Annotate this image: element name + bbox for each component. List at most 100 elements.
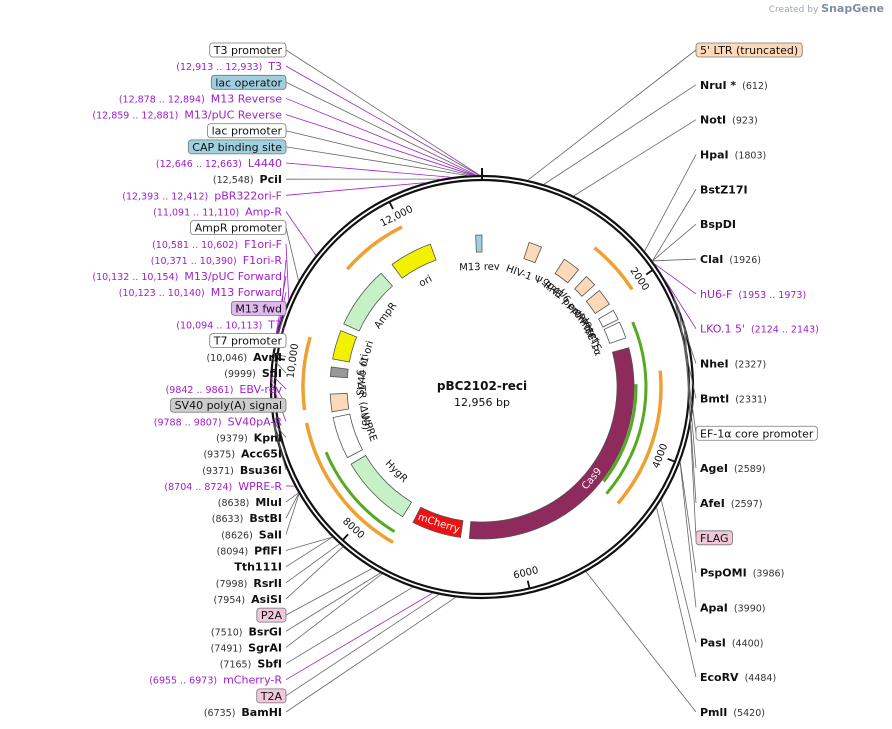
site-label-5-ltr-truncated: 5' LTR (truncated) bbox=[695, 42, 803, 58]
label-name: pBR322ori-F bbox=[214, 189, 282, 202]
label-name: BsrGI bbox=[249, 625, 282, 638]
feature-gp41-peptide bbox=[574, 275, 596, 297]
site-label-clai: ClaI(1926) bbox=[700, 253, 761, 266]
leader-line bbox=[285, 597, 456, 713]
label-range: (12,646 .. 12,663) bbox=[156, 159, 242, 170]
leader-line bbox=[285, 211, 317, 256]
label-name: Tth111I bbox=[234, 561, 282, 574]
feature-sv40-ori bbox=[329, 366, 349, 379]
label-range: (1803) bbox=[735, 151, 767, 162]
tick-mark bbox=[526, 580, 531, 589]
label-range: (6735) bbox=[204, 708, 236, 719]
site-label-asisi: AsiSI(7954) bbox=[214, 593, 282, 606]
label-name: T2A bbox=[260, 690, 283, 703]
site-label-m13-forward: M13 Forward(10,123 .. 10,140) bbox=[119, 286, 282, 299]
tick-label: 4000 bbox=[651, 442, 670, 470]
site-label-amp-r: Amp-R(11,091 .. 11,110) bbox=[153, 205, 282, 218]
leader-line bbox=[285, 594, 440, 697]
feature-label-hygr: HygR bbox=[383, 458, 410, 485]
leader-line bbox=[652, 189, 697, 262]
snapgene-brand: Created by SnapGene bbox=[769, 2, 884, 15]
label-name: HpaI bbox=[700, 149, 729, 162]
label-name: M13 Reverse bbox=[211, 92, 282, 105]
label-range: (2327) bbox=[735, 360, 767, 371]
site-label-noti: NotI(923) bbox=[700, 114, 758, 127]
label-range: (9999) bbox=[224, 369, 256, 380]
site-label-l4440: L4440(12,646 .. 12,663) bbox=[156, 157, 282, 170]
tick-mark bbox=[388, 201, 394, 210]
leader-line bbox=[663, 278, 697, 329]
leader-line bbox=[285, 182, 426, 196]
label-name: AmpR promoter bbox=[195, 222, 283, 235]
label-range: (9842 .. 9861) bbox=[166, 385, 234, 396]
label-range: (10,371 .. 10,390) bbox=[151, 256, 237, 267]
brand-created-by: Created by bbox=[768, 5, 819, 15]
leader-line bbox=[685, 327, 697, 538]
label-name: NruI * bbox=[700, 79, 736, 92]
label-name: SalI bbox=[259, 528, 282, 541]
feature-m13-rev bbox=[475, 234, 483, 253]
label-name: NheI bbox=[700, 358, 729, 371]
leader-line bbox=[285, 492, 299, 503]
label-name: EF-1α core promoter bbox=[700, 427, 814, 440]
tick-mark bbox=[342, 533, 349, 541]
site-label-nrui: NruI *(612) bbox=[700, 79, 768, 92]
label-range: (1926) bbox=[729, 255, 761, 266]
site-label-ef-1-core-promoter: EF-1α core promoter bbox=[695, 425, 818, 441]
label-range: (9375) bbox=[203, 450, 235, 461]
label-name: SbfI bbox=[257, 658, 282, 671]
leader-line bbox=[679, 462, 697, 608]
label-range: (4484) bbox=[745, 673, 777, 684]
label-range: (9788 .. 9807) bbox=[154, 417, 222, 428]
tick-mark bbox=[667, 457, 676, 463]
site-label-pflfi: PflFI(8094) bbox=[217, 545, 282, 558]
feature-rre bbox=[554, 258, 580, 284]
label-range: (2597) bbox=[731, 499, 763, 510]
leader-line bbox=[285, 586, 413, 664]
label-name: hU6-F bbox=[700, 288, 732, 301]
site-label-mcherry-r: mCherry-R(6955 .. 6973) bbox=[149, 674, 282, 687]
label-range: (7165) bbox=[220, 660, 252, 671]
site-label-lac-promoter: lac promoter bbox=[207, 123, 287, 139]
feature-ori bbox=[391, 243, 437, 279]
site-label-p2a: P2A bbox=[256, 607, 287, 623]
label-box bbox=[209, 333, 287, 349]
leader-line bbox=[656, 507, 697, 678]
label-name: SfiI bbox=[262, 367, 282, 380]
label-name: F1ori-F bbox=[244, 238, 282, 251]
label-name: P2A bbox=[261, 609, 283, 622]
green-feature-arc bbox=[605, 321, 648, 495]
label-name: SV40 poly(A) signal bbox=[175, 399, 282, 412]
leader-line bbox=[285, 493, 299, 519]
label-range: (2331) bbox=[735, 394, 767, 405]
feature-hiv-1 bbox=[523, 241, 543, 264]
label-name: lac promoter bbox=[212, 125, 283, 138]
leader-line bbox=[585, 571, 697, 713]
site-label-ampr-promoter: AmpR promoter bbox=[190, 220, 287, 236]
label-name: BamHI bbox=[241, 706, 282, 719]
label-name: PciI bbox=[260, 173, 282, 186]
leader-line bbox=[285, 243, 290, 300]
feature-label-sv40-ori: SV40 ori bbox=[356, 353, 371, 396]
label-range: (8626) bbox=[221, 530, 253, 541]
site-label-sv40pa-r: SV40pA-R(9788 .. 9807) bbox=[154, 415, 283, 428]
leader-line bbox=[285, 81, 477, 176]
site-label-bamhi: BamHI (6735) bbox=[204, 706, 282, 719]
leader-line bbox=[285, 98, 475, 176]
site-label-lko-1-5: LKO.1 5'(2124 .. 2143) bbox=[700, 323, 819, 336]
label-range: (7510) bbox=[211, 627, 243, 638]
label-box bbox=[209, 42, 287, 58]
leader-line bbox=[660, 500, 697, 643]
label-name: T3 bbox=[267, 60, 282, 73]
label-name: PmlI bbox=[700, 706, 727, 719]
feature-cppt-cts bbox=[598, 309, 619, 328]
label-range: (3986) bbox=[753, 569, 785, 580]
site-label-t7: T7(10,094 .. 10,113) bbox=[176, 318, 282, 331]
site-label-m13-reverse: M13 Reverse(12,878 .. 12,894) bbox=[119, 92, 282, 105]
leader-line bbox=[644, 154, 697, 252]
leader-line bbox=[285, 546, 344, 600]
site-label-acc65i: Acc65I(9375) bbox=[203, 448, 282, 461]
label-box bbox=[695, 42, 803, 58]
